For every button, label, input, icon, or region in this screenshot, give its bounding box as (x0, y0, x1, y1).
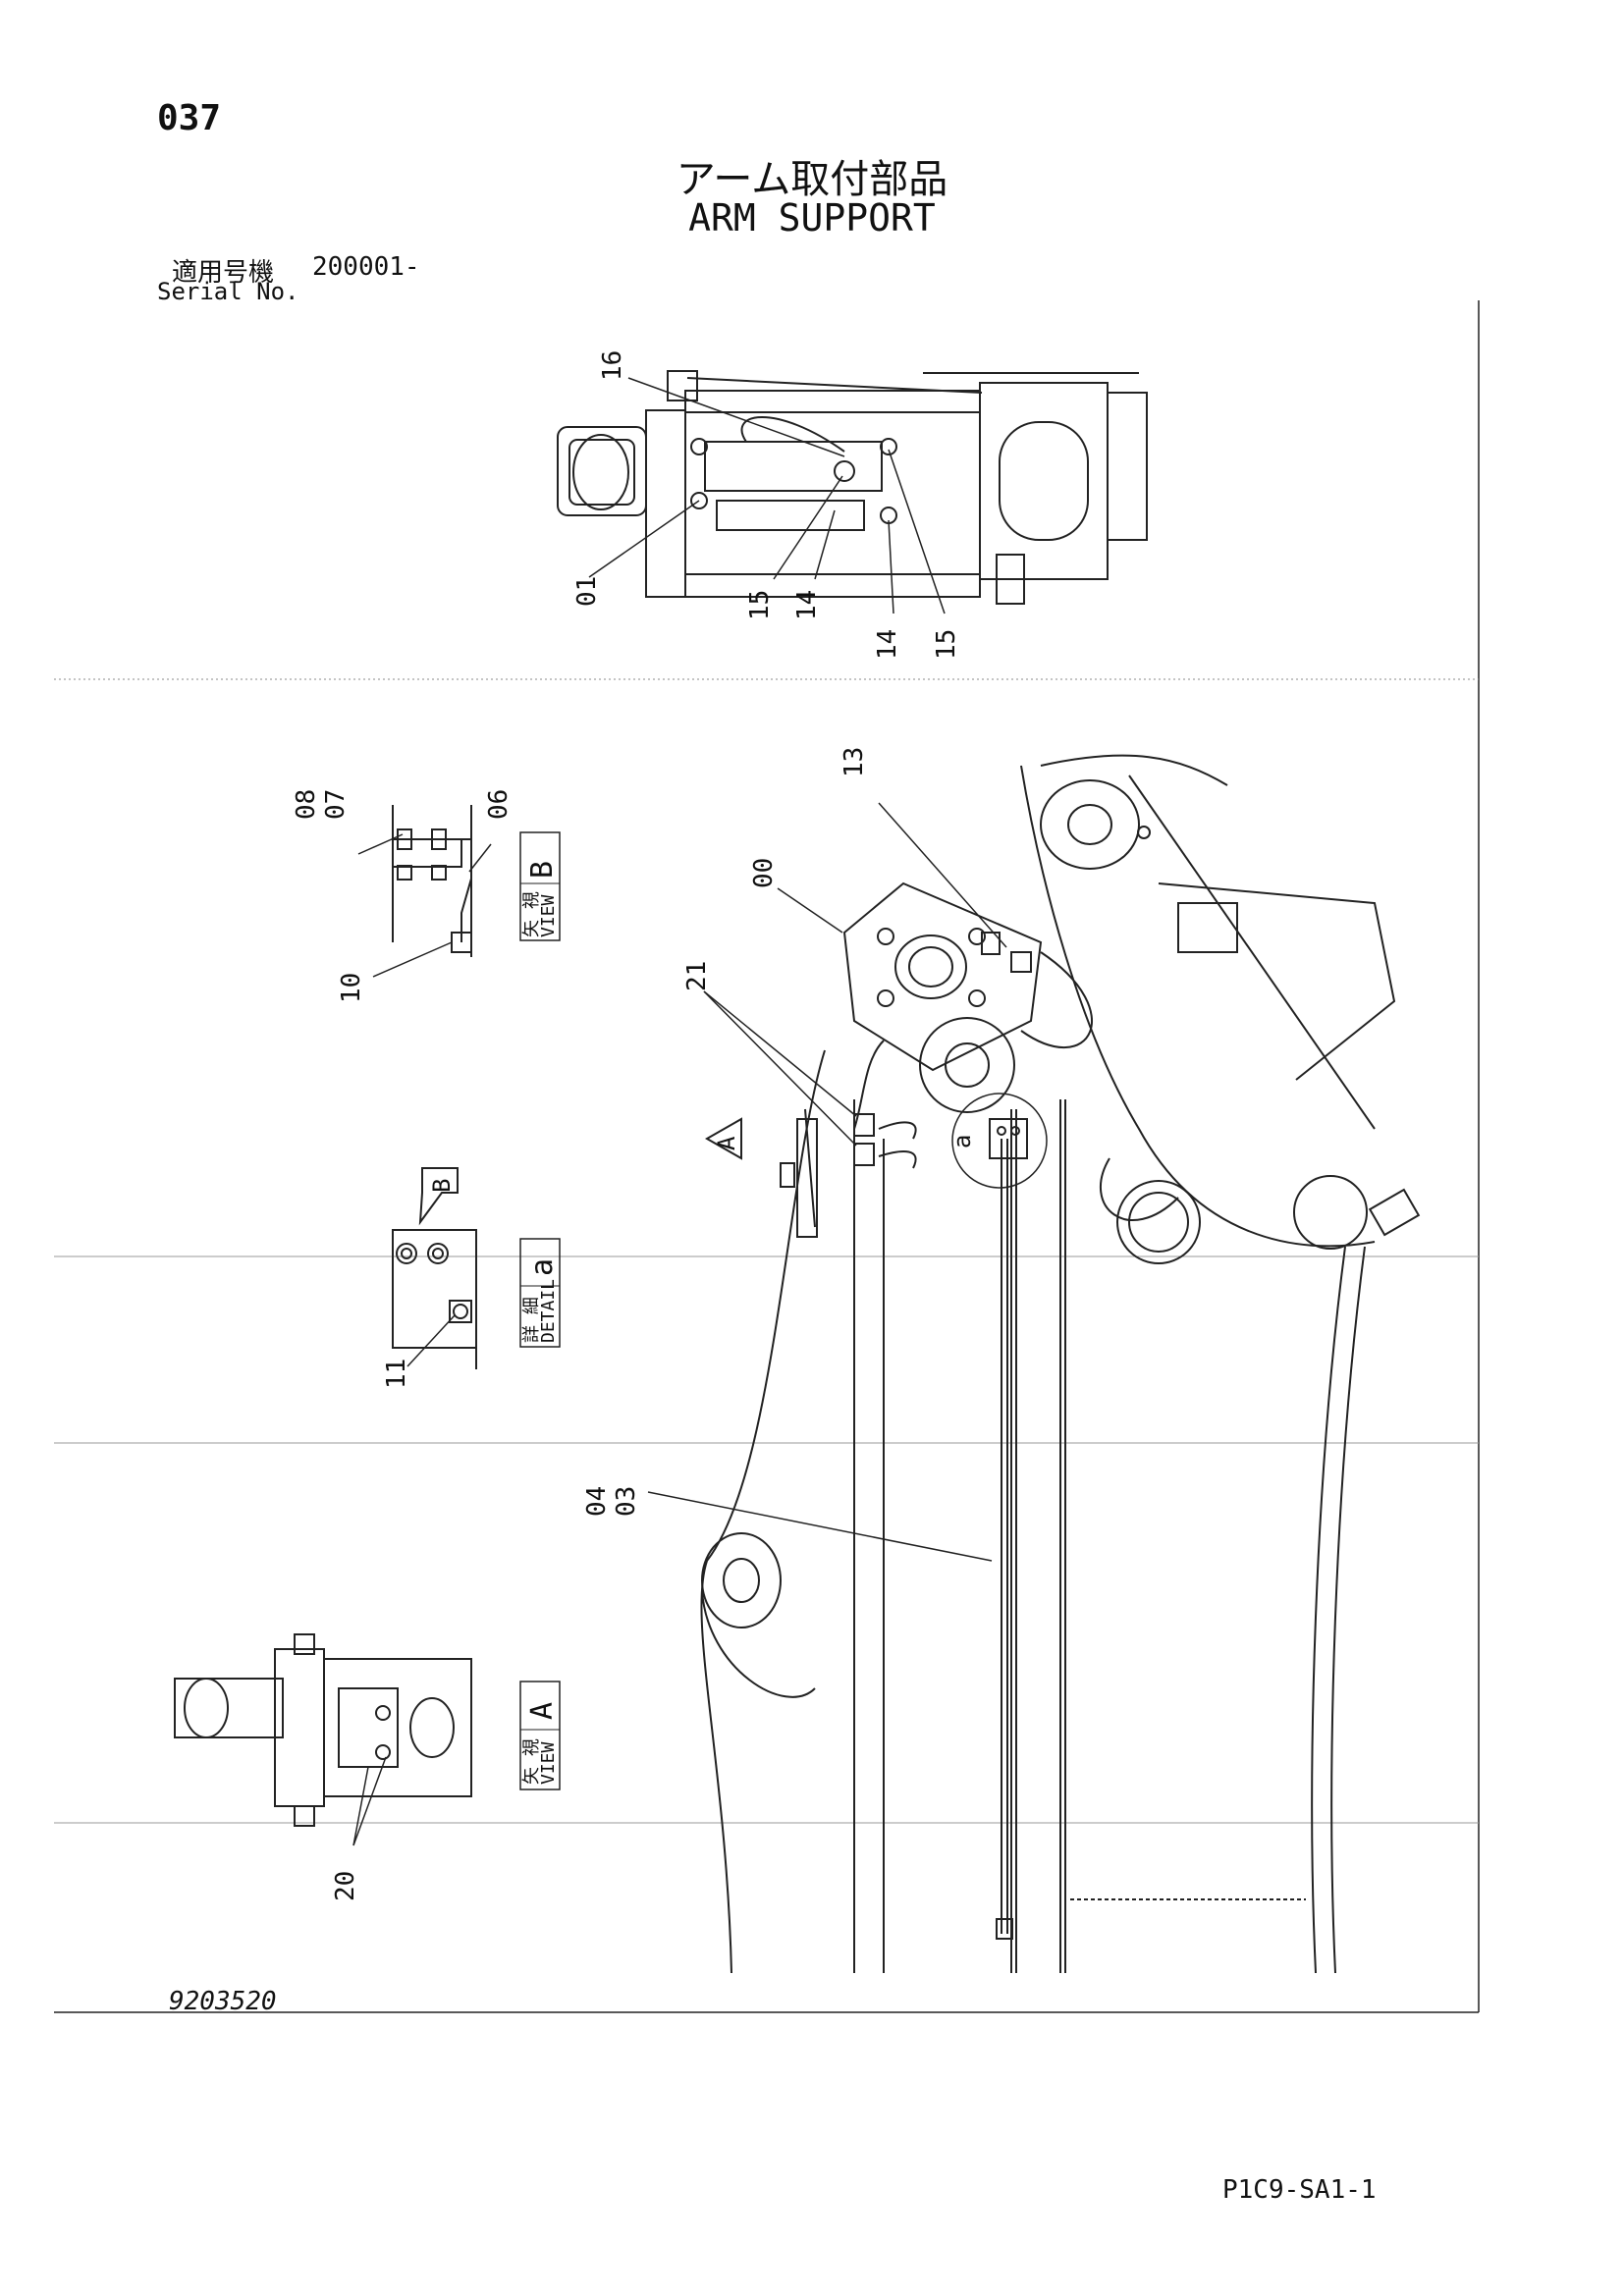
callout-00: 00 (749, 858, 779, 888)
callout-11: 11 (382, 1359, 411, 1389)
callout-21: 21 (682, 961, 712, 991)
detail-a-view (392, 1229, 561, 1369)
view-a-label-en: VIEW (538, 1741, 559, 1785)
callout-15a: 15 (745, 590, 775, 620)
callout-16: 16 (598, 350, 627, 381)
callout-14b: 14 (873, 629, 902, 660)
callout-07: 07 (321, 789, 351, 820)
detail-marker-letter: a (948, 1135, 976, 1148)
callout-04: 04 (582, 1486, 612, 1517)
callout-20: 20 (331, 1871, 360, 1901)
top-detail-view (557, 370, 1148, 605)
callout-03: 03 (612, 1486, 641, 1517)
page-title-jp: アーム取付部品 (676, 157, 948, 202)
callout-labels: 16 01 15 14 14 15 08 07 06 10 13 00 21 1… (292, 350, 976, 1901)
detail-a-label-en: DETAIL (538, 1279, 559, 1343)
callout-01: 01 (572, 576, 602, 607)
callout-15b: 15 (932, 629, 961, 660)
view-a-label-jp: 矢 視 (521, 1738, 542, 1785)
callout-14a: 14 (792, 590, 822, 620)
arrow-a-letter: A (713, 1136, 740, 1150)
view-b-label-jp: 矢 視 (521, 891, 542, 937)
serial-label-en: Serial No. (157, 278, 299, 305)
arrow-b-letter: B (428, 1179, 456, 1193)
callout-10: 10 (337, 973, 366, 1003)
serial-value: 200001- (312, 252, 420, 282)
page-number: 037 (157, 98, 222, 138)
view-b-letter: B (525, 861, 560, 879)
callout-08: 08 (292, 789, 321, 820)
view-b-label-en: VIEW (538, 894, 559, 937)
view-a-letter: A (525, 1702, 560, 1720)
frame-lines (54, 300, 1480, 2013)
page-title-en: ARM SUPPORT (688, 196, 936, 240)
sheet-code: P1C9-SA1-1 (1222, 2175, 1377, 2205)
callout-06: 06 (484, 789, 514, 820)
detail-a-letter: a (525, 1258, 560, 1276)
serial-label-jp: 適用号機 (172, 258, 275, 288)
drawing-number: 9203520 (169, 1987, 277, 2016)
detail-a-label-jp: 詳 細 (521, 1297, 542, 1343)
leader-lines (352, 377, 1007, 1846)
callout-13: 13 (839, 747, 869, 777)
view-a-detail (174, 1633, 561, 1827)
main-arm-view (418, 754, 1421, 1974)
